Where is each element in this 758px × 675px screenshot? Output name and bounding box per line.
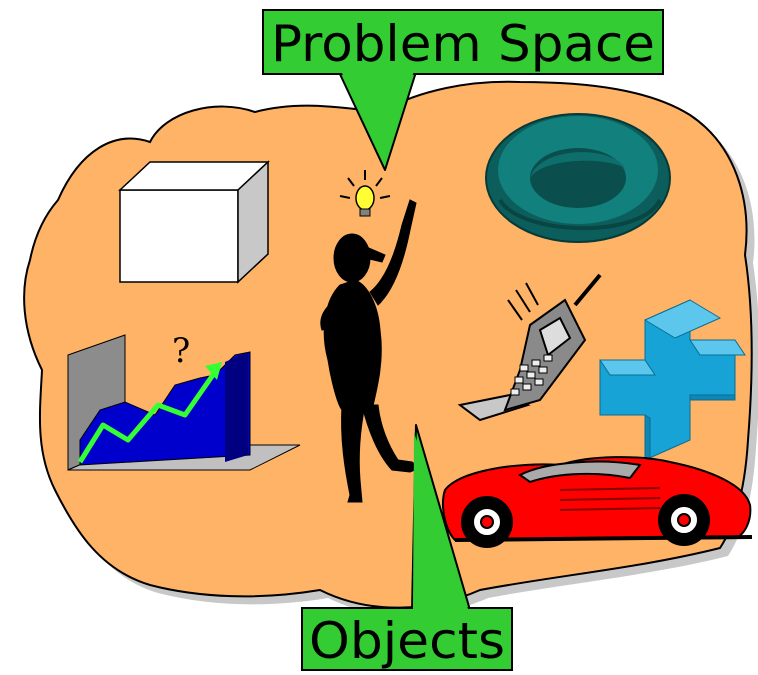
chart-question-mark: ? — [172, 331, 190, 371]
problem-space-callout: Problem Space — [262, 9, 664, 171]
objects-callout: Objects — [301, 424, 513, 671]
teal-ring-icon — [485, 113, 671, 243]
objects-label: Objects — [309, 612, 505, 670]
light-bulb-icon — [339, 170, 391, 217]
red-sports-car-icon — [442, 456, 753, 548]
mobile-phone-icon — [457, 273, 602, 422]
blue-cross-block-icon — [599, 299, 746, 463]
white-cube-icon — [118, 160, 270, 284]
growth-chart-icon: ? — [67, 331, 301, 471]
problem-space-label: Problem Space — [271, 15, 655, 73]
thinking-person-icon — [320, 199, 422, 503]
